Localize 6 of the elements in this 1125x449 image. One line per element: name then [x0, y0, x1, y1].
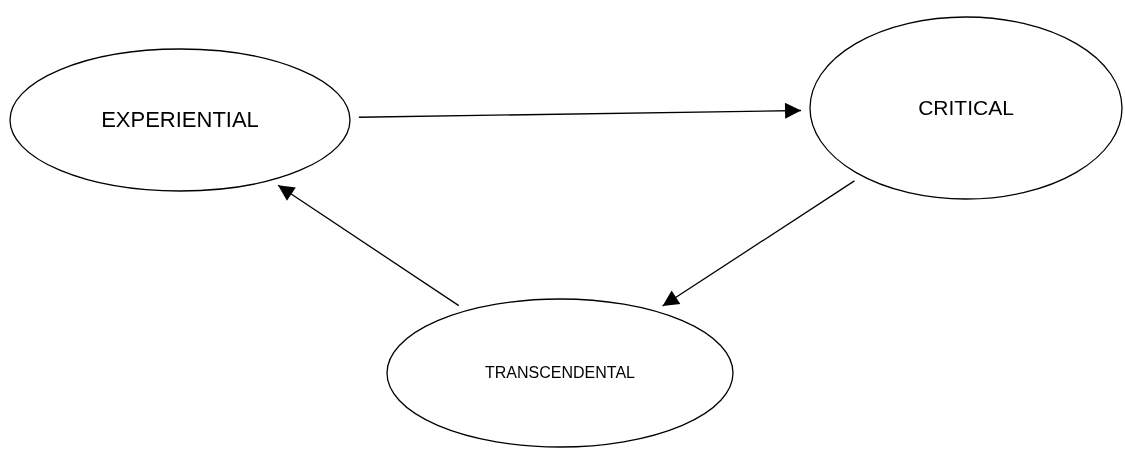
arrow — [358, 102, 802, 119]
node-label: EXPERIENTIAL — [101, 107, 259, 133]
node-label: TRANSCENDENTAL — [485, 364, 635, 382]
arrow — [661, 180, 856, 307]
node-label: CRITICAL — [918, 96, 1014, 120]
arrow — [277, 184, 460, 307]
